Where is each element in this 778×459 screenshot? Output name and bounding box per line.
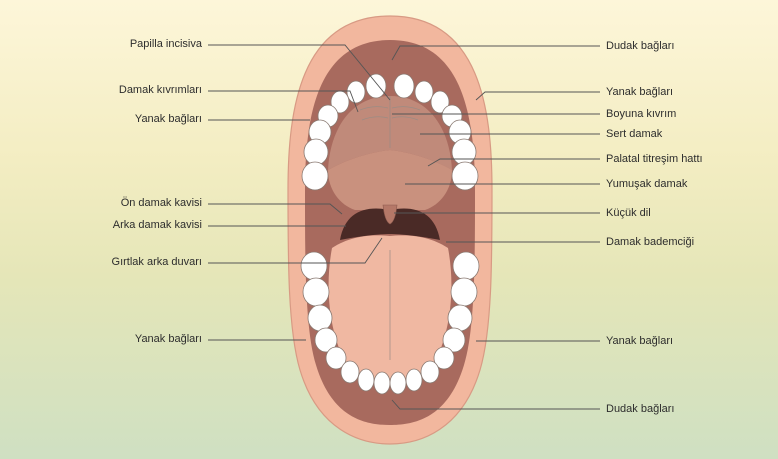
label-papilla-incisiva: Papilla incisiva xyxy=(130,38,202,51)
label-damak-bademcigi: Damak bademciği xyxy=(606,236,694,249)
label-arka-damak-kavisi: Arka damak kavisi xyxy=(113,219,202,232)
label-yanak-baglari-upper-right: Yanak bağları xyxy=(606,86,673,99)
upper-tooth xyxy=(366,74,386,98)
label-dudak-baglari-bottom: Dudak bağları xyxy=(606,403,675,416)
lower-tooth xyxy=(374,372,390,394)
upper-tooth xyxy=(394,74,414,98)
upper-tooth xyxy=(302,162,328,190)
lower-tooth xyxy=(341,361,359,383)
upper-tooth xyxy=(415,81,433,103)
lower-tooth xyxy=(453,252,479,280)
label-on-damak-kavisi: Ön damak kavisi xyxy=(121,197,202,210)
label-sert-damak: Sert damak xyxy=(606,128,662,141)
lower-tooth xyxy=(303,278,329,306)
lower-tooth xyxy=(358,369,374,391)
lower-tooth xyxy=(308,305,332,331)
label-yanak-baglari-upper-left: Yanak bağları xyxy=(135,113,202,126)
upper-tooth xyxy=(452,162,478,190)
lower-tooth xyxy=(390,372,406,394)
label-yanak-baglari-lower-left: Yanak bağları xyxy=(135,333,202,346)
upper-tooth xyxy=(347,81,365,103)
label-damak-kivrimlari: Damak kıvrımları xyxy=(119,84,202,97)
label-kucuk-dil: Küçük dil xyxy=(606,207,651,220)
label-boyuna-kivrim: Boyuna kıvrım xyxy=(606,108,676,121)
lower-tooth xyxy=(451,278,477,306)
upper-tooth xyxy=(452,139,476,165)
label-dudak-baglari-top: Dudak bağları xyxy=(606,40,675,53)
label-yanak-baglari-lower-right: Yanak bağları xyxy=(606,335,673,348)
lower-tooth xyxy=(448,305,472,331)
label-girtlak-arka-duvari: Gırtlak arka duvarı xyxy=(112,256,202,269)
lower-tooth xyxy=(301,252,327,280)
label-yumusak-damak: Yumuşak damak xyxy=(606,178,687,191)
upper-tooth xyxy=(304,139,328,165)
lower-tooth xyxy=(406,369,422,391)
label-palatal-titresim-hatti: Palatal titreşim hattı xyxy=(606,153,703,166)
leader-line xyxy=(476,92,600,100)
lower-tooth xyxy=(421,361,439,383)
